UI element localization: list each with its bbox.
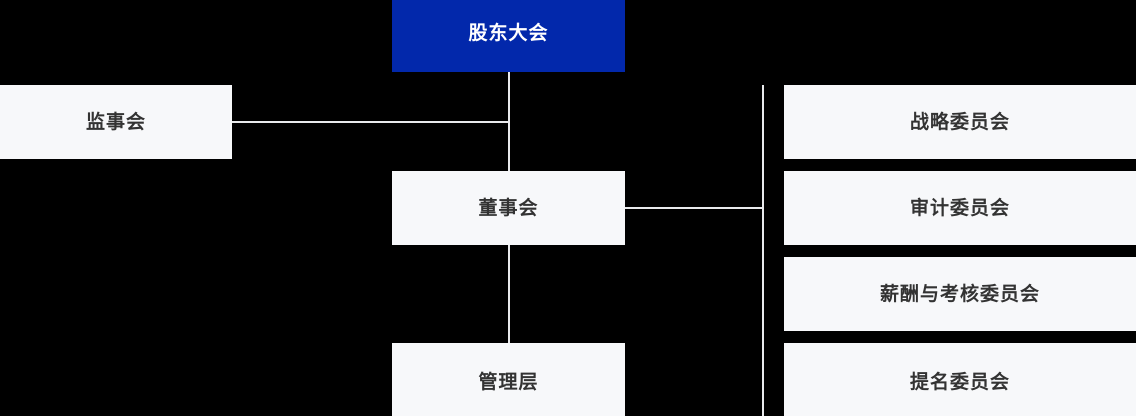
connector-committee-spine (762, 85, 764, 416)
node-shareholders-meeting[interactable]: 股东大会 (392, 0, 625, 72)
node-label: 股东大会 (468, 22, 549, 44)
connector-board-to-management (508, 245, 510, 343)
node-label: 审计委员会 (909, 197, 1010, 219)
node-committee-audit[interactable]: 审计委员会 (784, 171, 1136, 245)
node-management[interactable]: 管理层 (392, 343, 625, 416)
node-label: 管理层 (478, 372, 539, 393)
connector-supervisors-to-trunk (232, 121, 510, 123)
node-board-of-directors[interactable]: 董事会 (392, 171, 625, 245)
node-label: 董事会 (478, 197, 539, 219)
node-label: 提名委员会 (909, 372, 1010, 393)
node-committee-strategy[interactable]: 战略委员会 (784, 85, 1136, 159)
node-label: 监事会 (85, 111, 146, 133)
node-committee-nomination[interactable]: 提名委员会 (784, 343, 1136, 416)
node-label: 战略委员会 (909, 111, 1010, 133)
node-board-of-supervisors[interactable]: 监事会 (0, 85, 232, 159)
connector-board-to-committee-spine (625, 207, 764, 209)
node-label: 薪酬与考核委员会 (879, 283, 1040, 305)
node-committee-remuneration-appraisal[interactable]: 薪酬与考核委员会 (784, 257, 1136, 331)
